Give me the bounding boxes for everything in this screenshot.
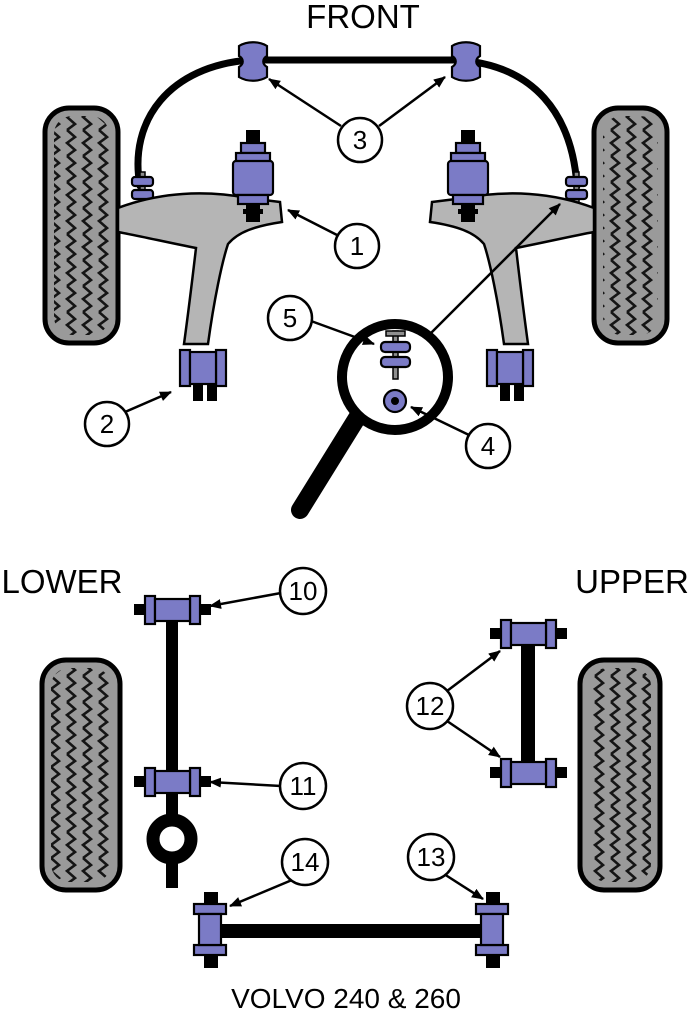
rear-bar-bushing-left — [192, 892, 228, 968]
arm-bushing-inner-right — [446, 130, 490, 222]
title-front: FRONT — [306, 0, 420, 35]
arrow-3-right — [378, 75, 446, 128]
tire-rear-left — [39, 657, 123, 893]
magnifier-washer — [382, 388, 408, 414]
strut-bushing-left — [178, 348, 228, 401]
link-bushing-bottom — [134, 766, 211, 798]
arrow-2 — [124, 390, 172, 414]
upper-link-bushing-bottom — [490, 757, 567, 789]
callout-2-label: 2 — [100, 409, 114, 439]
link-bushing-top — [134, 594, 211, 626]
tire-front-right — [591, 105, 670, 346]
callout-5-label: 5 — [283, 303, 297, 333]
arrow-magnifier-to-endlink — [428, 203, 561, 336]
callout-12: 12 — [405, 681, 455, 731]
tire-front-left — [42, 105, 121, 346]
arrow-10 — [209, 591, 282, 609]
sway-bar-bushing-left — [237, 41, 269, 82]
callout-10: 10 — [278, 566, 328, 616]
magnifier — [291, 319, 453, 519]
callout-2: 2 — [83, 400, 131, 448]
upper-link-bushing-top — [490, 618, 567, 650]
callout-1-label: 1 — [350, 231, 364, 261]
callout-1: 1 — [333, 222, 381, 270]
control-arm-left — [116, 192, 284, 346]
label-upper: UPPER — [575, 563, 689, 600]
callout-13: 13 — [406, 832, 456, 882]
strut-bushing-right — [485, 348, 535, 401]
callout-13-label: 13 — [417, 842, 446, 872]
caption-model: VOLVO 240 & 260 — [231, 983, 461, 1014]
arrow-1 — [287, 208, 338, 237]
magnifier-bushing-stack — [379, 330, 412, 380]
magnifier-handle — [291, 409, 366, 519]
label-lower: LOWER — [1, 563, 122, 600]
callout-14-label: 14 — [291, 847, 320, 877]
callout-12-label: 12 — [416, 691, 445, 721]
arm-bushing-inner-left — [231, 130, 275, 222]
arrow-11 — [209, 777, 282, 788]
sway-bar-bushing-right — [450, 41, 482, 82]
callout-4: 4 — [464, 422, 512, 470]
callout-5: 5 — [266, 294, 314, 342]
arrow-3-left — [268, 77, 342, 128]
callout-4-label: 4 — [481, 431, 495, 461]
arrow-5 — [310, 319, 375, 346]
sway-bar — [134, 56, 581, 190]
arrow-12-top — [446, 650, 501, 692]
tire-rear-right — [577, 657, 663, 893]
arrow-14 — [229, 878, 293, 908]
arrow-13 — [443, 872, 484, 901]
callout-14: 14 — [280, 837, 330, 887]
rear-bar-bushing-right — [474, 892, 510, 968]
callout-3-label: 3 — [353, 125, 367, 155]
callout-11: 11 — [278, 761, 328, 811]
callout-10-label: 10 — [289, 576, 318, 606]
arrow-12-bottom — [446, 719, 501, 759]
control-arm-right — [428, 192, 596, 346]
trailing-link — [146, 612, 198, 888]
arrow-4 — [410, 405, 470, 437]
callout-11-label: 11 — [290, 771, 317, 801]
link-eye — [146, 813, 198, 865]
callout-3: 3 — [336, 116, 384, 164]
upper-link — [521, 640, 535, 766]
rear-bar — [222, 924, 480, 938]
